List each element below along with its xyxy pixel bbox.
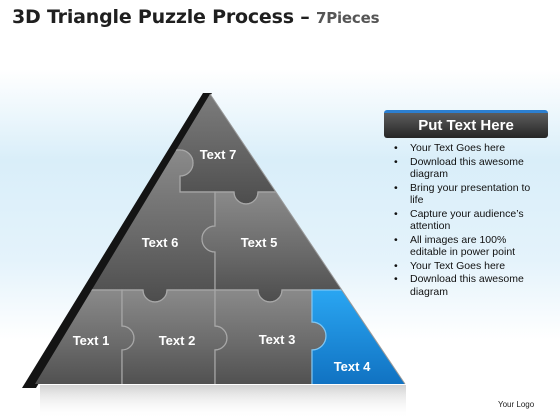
piece-label-6: Text 6 — [142, 235, 179, 250]
bullet-item: All images are 100% editable in power po… — [394, 234, 544, 259]
piece-label-1: Text 1 — [73, 333, 110, 348]
puzzle-piece-4 — [311, 289, 405, 384]
triangle-right-edge — [209, 93, 406, 385]
triangle-left-edge — [22, 93, 212, 388]
panel-header: Put Text Here — [384, 110, 548, 138]
logo-placeholder: Your Logo — [498, 400, 535, 409]
bullet-list: Your Text Goes here Download this awesom… — [394, 142, 544, 299]
title-main: 3D Triangle Puzzle Process – — [12, 6, 316, 28]
piece-label-4: Text 4 — [334, 359, 371, 374]
piece-label-5: Text 5 — [241, 235, 278, 250]
base-reflection — [40, 385, 406, 419]
piece-label-7: Text 7 — [200, 147, 237, 162]
bullet-item: Your Text Goes here — [394, 142, 544, 155]
bullet-item: Download this awesome diagram — [394, 273, 544, 298]
bullet-item: Bring your presentation to life — [394, 182, 544, 207]
bullet-item: Your Text Goes here — [394, 260, 544, 273]
puzzle-piece-5-shape — [201, 191, 361, 303]
puzzle-piece-5 — [201, 191, 361, 303]
page-title: 3D Triangle Puzzle Process – 7Pieces — [12, 6, 379, 28]
bullet-item: Capture your audience’s attention — [394, 208, 544, 233]
puzzle-piece-7 — [79, 94, 341, 205]
bullet-item: Download this awesome diagram — [394, 156, 544, 181]
piece-label-3: Text 3 — [259, 332, 296, 347]
puzzle-piece-7-shape — [79, 94, 341, 205]
piece-label-2: Text 2 — [159, 333, 196, 348]
puzzle-piece-4-shape — [311, 289, 405, 384]
title-subtitle: 7Pieces — [315, 9, 380, 27]
